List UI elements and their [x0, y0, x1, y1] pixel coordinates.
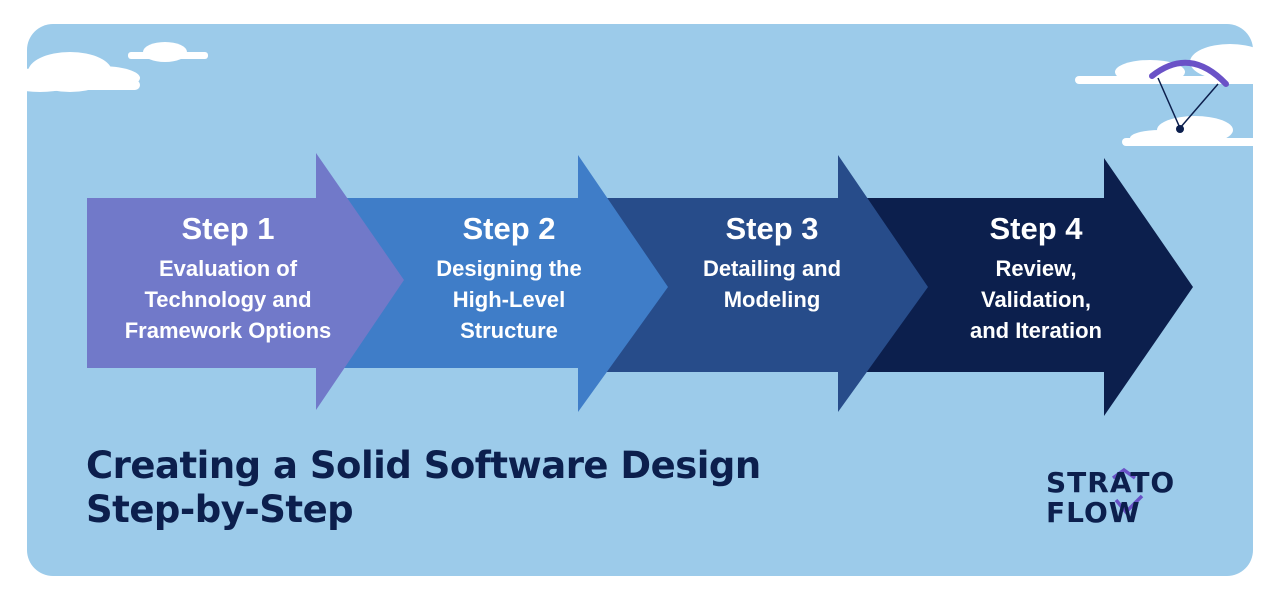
step-description-line: Framework Options	[124, 318, 332, 343]
title-line-1: Creating a Solid Software Design	[86, 444, 761, 487]
step-3-arrow	[580, 155, 928, 412]
step-description-line: Detailing and	[702, 256, 842, 281]
step-title: Step 3	[725, 211, 819, 246]
step-description-line: Evaluation of	[158, 256, 298, 281]
step-3-label: Step 3 Detailing and Modeling	[642, 211, 902, 315]
step-description-line: Designing the	[436, 256, 582, 281]
step-4-label: Step 4 Review, Validation, and Iteration	[906, 211, 1166, 346]
step-4-arrow	[835, 158, 1193, 416]
step-description-line: and Iteration	[969, 318, 1102, 343]
step-description-line: Validation,	[980, 287, 1092, 312]
step-description-line: Technology and	[144, 287, 312, 312]
step-title: Step 4	[989, 211, 1083, 246]
page-title: Creating a Solid Software Design Step-by…	[86, 444, 846, 532]
logo-line-1: STRATO	[1046, 466, 1176, 499]
step-description-line: Structure	[460, 318, 558, 343]
logo-line-2: FLOW	[1046, 496, 1141, 529]
step-description-line: Modeling	[723, 287, 821, 312]
step-title: Step 1	[181, 211, 275, 246]
step-description-line: Review,	[995, 256, 1077, 281]
step-title: Step 2	[462, 211, 556, 246]
step-description-line: High-Level	[452, 287, 566, 312]
paraglider-icon	[1149, 59, 1229, 133]
step-2-label: Step 2 Designing the High-Level Structur…	[379, 211, 639, 346]
logo-accent-marks	[1111, 467, 1144, 515]
step-2-arrow	[320, 155, 668, 412]
title-line-2: Step-by-Step	[86, 488, 354, 531]
step-1-label: Step 1 Evaluation of Technology and Fram…	[98, 211, 358, 346]
step-1-arrow	[87, 153, 404, 410]
cloud-icon-left	[0, 42, 208, 92]
strato-flow-logo: STRATO FLOW	[1046, 468, 1175, 528]
